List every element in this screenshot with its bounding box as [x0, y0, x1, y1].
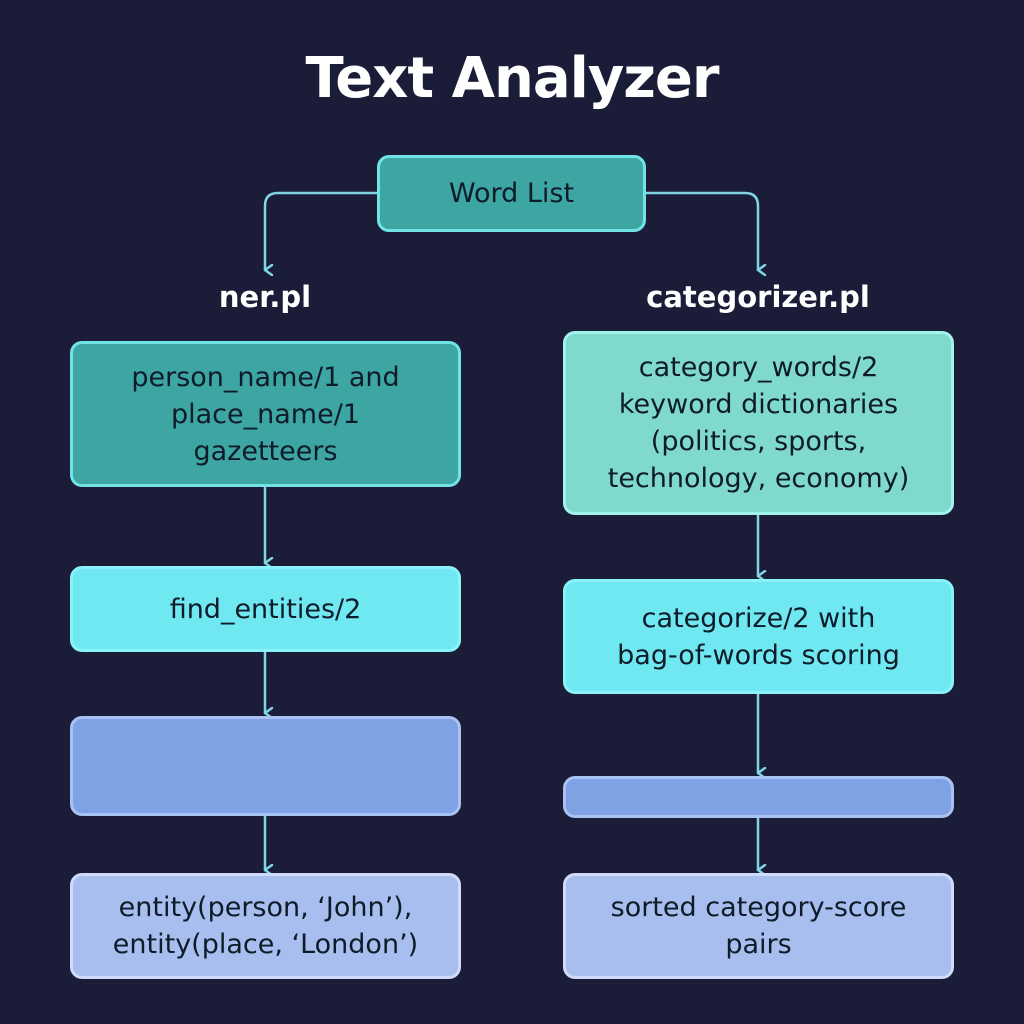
categorizer-column-label: categorizer.pl — [646, 280, 870, 314]
category-words-node: category_words/2 keyword dictionaries (p… — [563, 331, 954, 515]
entities-output-node: entity(person, ‘John’), entity(place, ‘L… — [70, 873, 461, 979]
ner-column-label: ner.pl — [218, 280, 312, 314]
ner-blank-node — [70, 716, 461, 816]
category-scores-node: sorted category-score pairs — [563, 873, 954, 979]
categorizer-blank-node — [563, 776, 954, 818]
find-entities-node: find_entities/2 — [70, 566, 461, 652]
arrow-root-to-categorizer — [644, 191, 758, 270]
categorize-node: categorize/2 with bag-of-words scoring — [563, 579, 954, 694]
gazetteers-node: person_name/1 and place_name/1 gazetteer… — [70, 341, 461, 487]
arrow-root-to-ner — [263, 191, 380, 270]
diagram-title: Text Analyzer — [305, 46, 719, 111]
word-list-node: Word List — [377, 155, 646, 232]
